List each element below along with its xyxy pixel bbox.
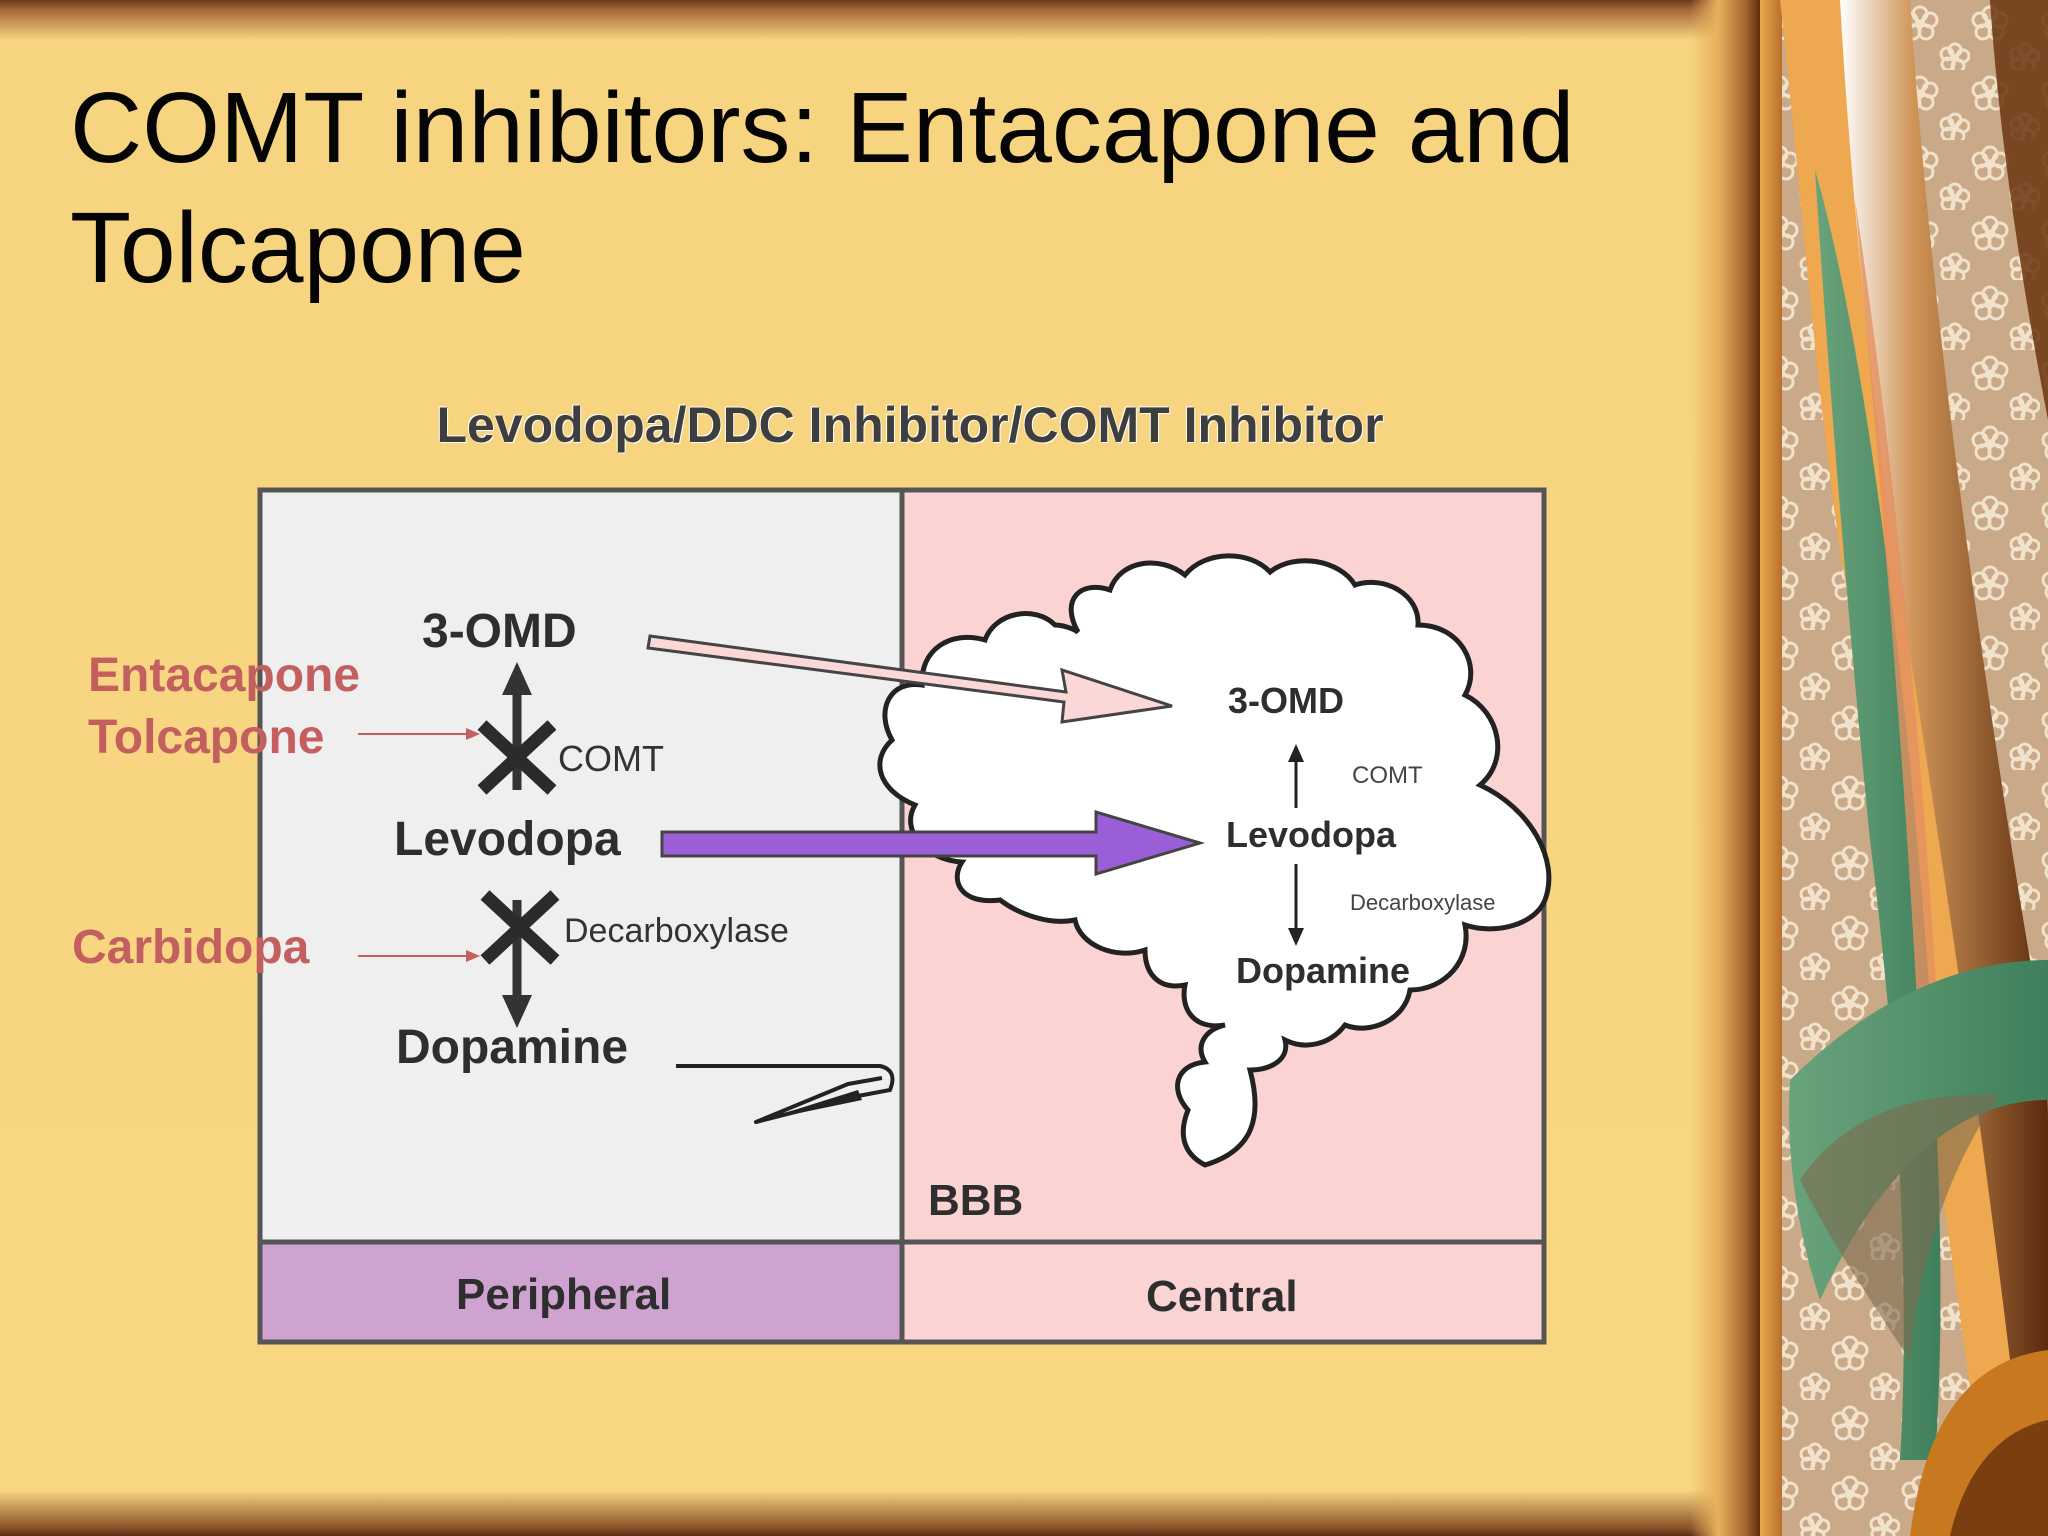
peripheral-levodopa-label: Levodopa xyxy=(394,813,621,866)
slide-frame-edge xyxy=(1690,0,1760,1536)
central-dopamine-label: Dopamine xyxy=(1236,950,1411,991)
bbb-label: BBB xyxy=(928,1176,1024,1225)
levodopa-transfer-arrow xyxy=(660,809,1206,877)
peripheral-comt-label: COMT xyxy=(558,738,664,779)
central-region-label: Central xyxy=(1146,1272,1298,1321)
central-up-arrowhead xyxy=(1288,744,1304,762)
peripheral-dopamine-label: Dopamine xyxy=(396,1021,629,1074)
central-decarboxylase-label: Decarboxylase xyxy=(1350,890,1496,915)
comt-block-mark xyxy=(477,720,557,795)
peripheral-up-arrowhead xyxy=(502,662,532,695)
peripheral-decarboxylase-label: Decarboxylase xyxy=(564,912,789,950)
central-down-arrowhead xyxy=(1288,928,1304,946)
comt-inhibitor-arrowhead xyxy=(466,728,480,740)
peripheral-down-arrowhead xyxy=(502,995,532,1028)
ddc-inhibitor-arrowhead xyxy=(466,950,480,962)
peripheral-panel xyxy=(260,490,902,1242)
tolcapone-label: Tolcapone xyxy=(88,711,325,764)
central-omd-label: 3-OMD xyxy=(1228,680,1344,721)
decorative-side-panel xyxy=(1760,0,2048,1536)
central-band xyxy=(902,1242,1544,1342)
peripheral-band xyxy=(260,1242,902,1342)
slide-title: COMT inhibitors: Entacapone and Tolcapon… xyxy=(70,72,1575,304)
carbidopa-label: Carbidopa xyxy=(72,921,310,974)
peripheral-region-label: Peripheral xyxy=(456,1270,672,1319)
diagram-graphic xyxy=(257,487,1552,1345)
central-levodopa-label: Levodopa xyxy=(1226,814,1397,855)
central-comt-label: COMT xyxy=(1352,762,1423,789)
diagram-title: Levodopa/DDC Inhibitor/COMT Inhibitor xyxy=(436,397,1384,453)
brain-outline xyxy=(877,553,1552,1168)
entacapone-label: Entacapone xyxy=(88,649,361,702)
omd-transfer-arrow xyxy=(646,634,1173,724)
peripheral-omd-label: 3-OMD xyxy=(422,605,577,658)
decarboxylase-block-mark xyxy=(480,890,560,965)
